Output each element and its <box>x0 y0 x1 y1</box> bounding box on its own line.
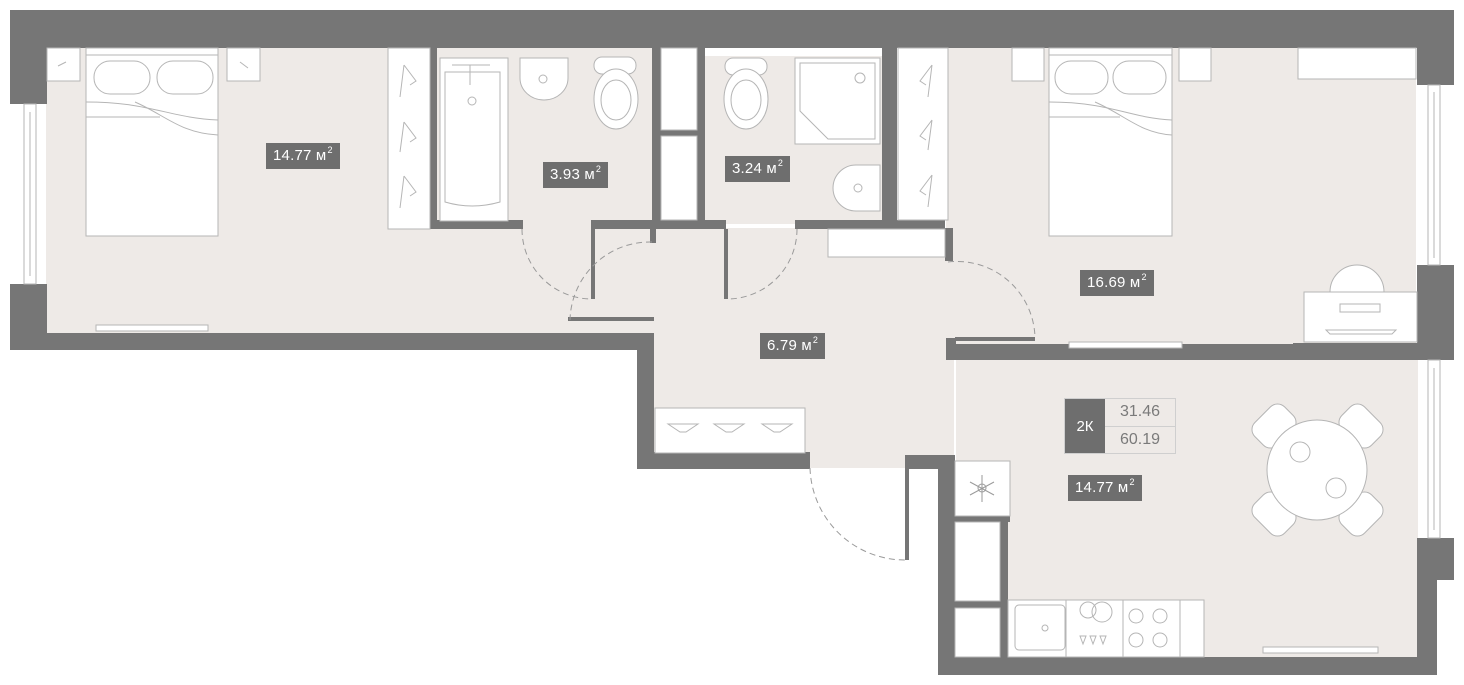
kitchen-furniture <box>954 403 1384 658</box>
rooms-count-code: 2К <box>1065 399 1105 453</box>
living-area-value: 31.46 <box>1119 403 1161 421</box>
room-area-label-bedroom-right: 16.69 м2 <box>1080 270 1154 296</box>
left-bedroom-furniture <box>46 47 431 332</box>
closet-furniture <box>654 47 949 454</box>
door-swings <box>521 228 1036 561</box>
room-area-label-bathroom: 3.93 м2 <box>543 162 609 188</box>
room-area-label-shower-room: 3.24 м2 <box>725 156 791 182</box>
shower-room-fixtures <box>723 57 881 212</box>
room-area-label-kitchen: 14.77 м2 <box>1068 475 1142 501</box>
total-area-value: 60.19 <box>1105 425 1175 454</box>
right-bedroom-furniture <box>1011 47 1418 349</box>
walls <box>10 10 1454 675</box>
windows <box>23 84 1441 539</box>
dining-table-icon <box>1251 403 1384 537</box>
snowflake-icon <box>969 475 995 502</box>
room-area-label-bedroom-left: 14.77 м2 <box>266 143 340 169</box>
bathroom-fixtures <box>439 56 639 222</box>
apartment-summary-badge: 2К 31.46 60.19 <box>1064 398 1176 454</box>
room-area-label-hallway: 6.79 м2 <box>760 333 826 359</box>
